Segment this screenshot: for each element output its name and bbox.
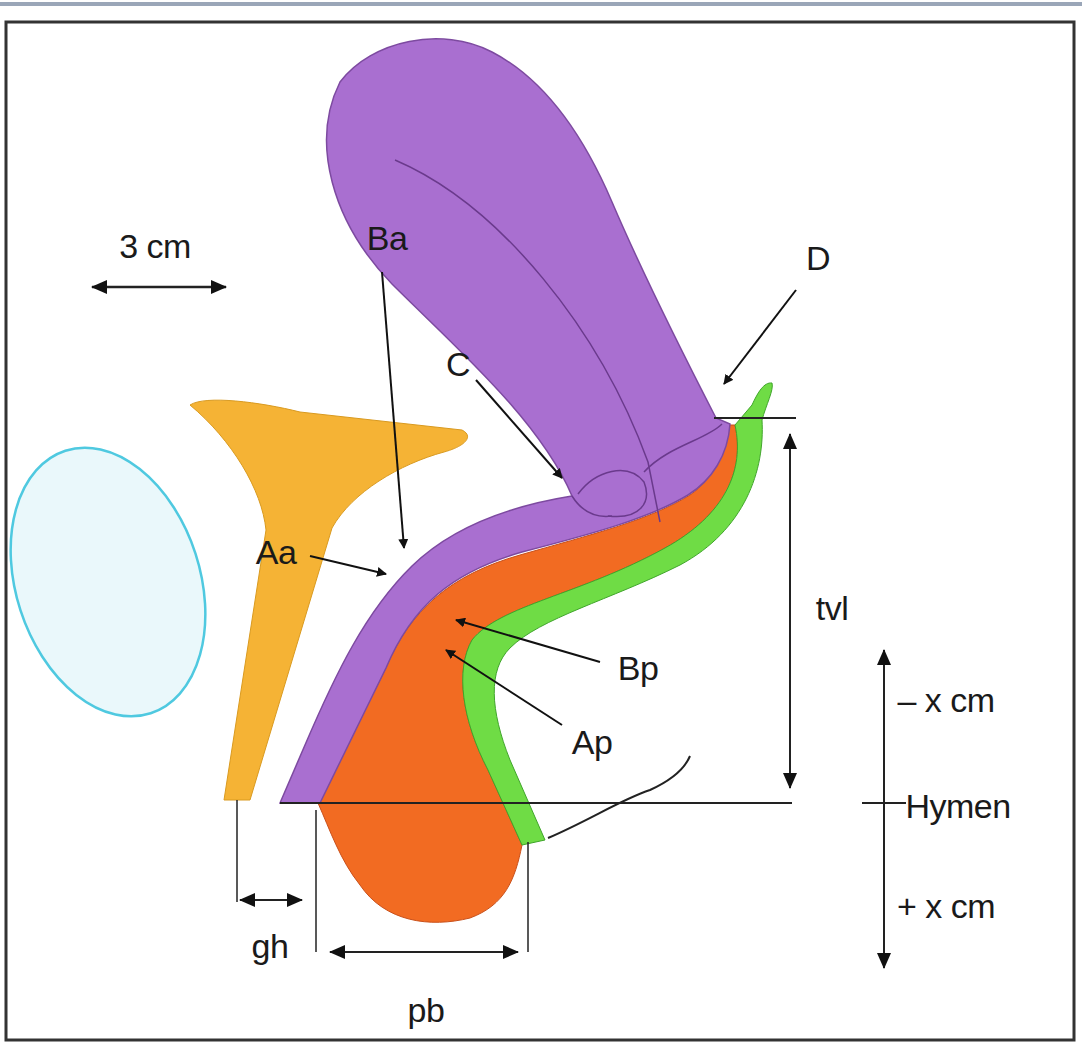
callout-label: Bp xyxy=(618,651,659,685)
callout-label: Ap xyxy=(572,725,613,759)
callout-label: Hymen xyxy=(905,789,1010,823)
callout-label: 3 cm xyxy=(119,229,191,263)
callout-label: C xyxy=(446,347,470,381)
callout-label: D xyxy=(806,241,830,275)
callout-label: pb xyxy=(408,993,445,1027)
callout-label: Ba xyxy=(367,221,408,255)
callout-label: tvl xyxy=(816,591,849,625)
callout-label: Aa xyxy=(256,535,297,569)
callout-label: gh xyxy=(252,929,289,963)
callout-label: – x cm xyxy=(897,683,994,717)
callout-label: + x cm xyxy=(897,889,995,923)
